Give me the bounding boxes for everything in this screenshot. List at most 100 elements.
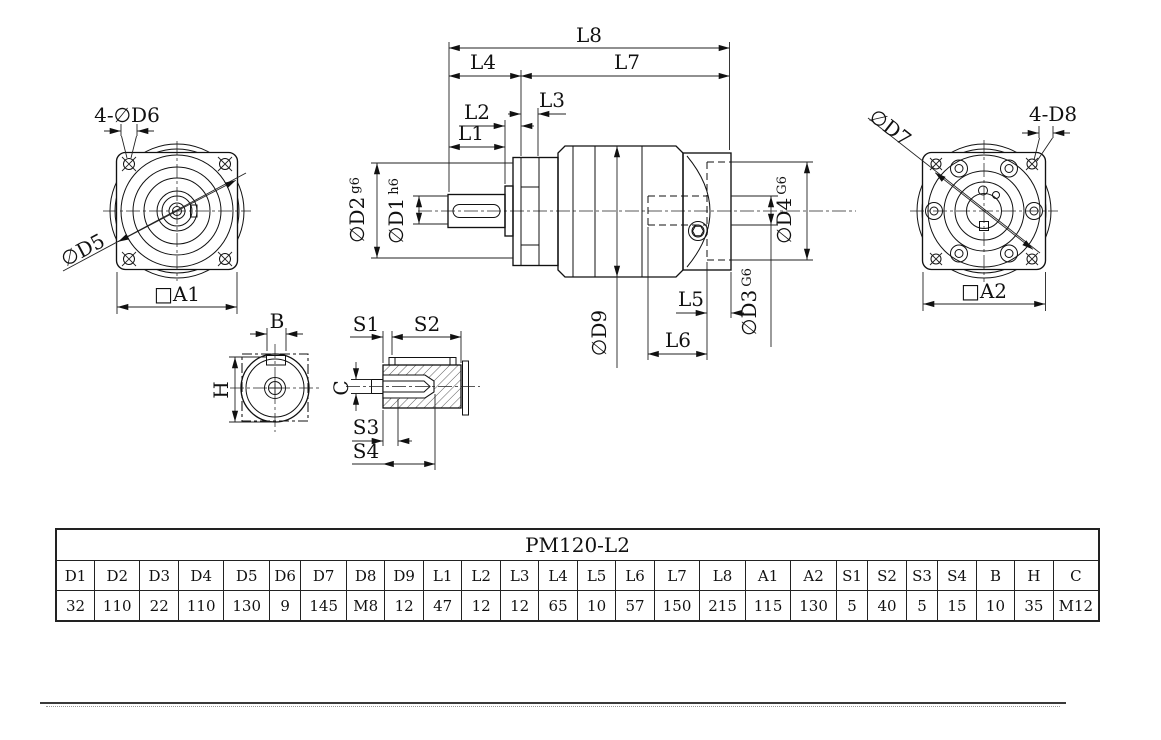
key-profile (266, 355, 286, 366)
spec-value: M8 (345, 590, 386, 622)
spec-value: 150 (653, 590, 701, 622)
spec-value: 57 (615, 590, 655, 622)
border-rule-dotted (46, 706, 1060, 707)
shaft-keyway (452, 204, 501, 218)
side-view: L8 L4 L7 L3 L2 L1 ∅D2g6 ∅D1h6 ∅D9 (345, 23, 856, 368)
corner-tapped-holes (929, 157, 1039, 266)
spec-col-header: L6 (615, 560, 655, 591)
dim-s1-label: S1 (353, 312, 379, 336)
spec-col-header: L1 (422, 560, 463, 591)
spec-title-row: PM120-L2 (55, 528, 1100, 561)
dim-d3-label: ∅D3G6 (737, 268, 761, 336)
spec-value: 35 (1014, 590, 1054, 622)
dim-b-label: B (270, 309, 285, 333)
spec-col-header: D3 (139, 560, 179, 591)
spec-col-header: H (1014, 560, 1054, 591)
dim-l5-label: L5 (678, 287, 704, 311)
dim-l2-label: L2 (464, 100, 490, 124)
spec-value: 47 (422, 590, 463, 622)
spec-col-header: S2 (867, 560, 907, 591)
technical-drawing: ∅D5 4-∅D6 □A1 (57, 23, 1077, 470)
spec-col-header: D2 (93, 560, 141, 591)
spec-value: 12 (461, 590, 501, 622)
spec-value: 5 (835, 590, 869, 622)
spec-col-header: D7 (300, 560, 347, 591)
spec-col-header: C (1052, 560, 1100, 591)
spec-value: 145 (300, 590, 347, 622)
spec-value: 130 (223, 590, 270, 622)
spec-value: 12 (499, 590, 540, 622)
dim-d2-label: ∅D2g6 (345, 177, 369, 243)
spec-value: 5 (905, 590, 939, 622)
spec-col-header: A2 (790, 560, 837, 591)
dim-d9-label: ∅D9 (587, 310, 611, 356)
spec-col-header: D1 (55, 560, 95, 591)
spec-col-header: A1 (744, 560, 792, 591)
dim-s3-label: S3 (353, 415, 379, 439)
dim-l7-label: L7 (614, 50, 640, 74)
dim-l6-label: L6 (665, 328, 691, 352)
spec-value: 10 (576, 590, 617, 622)
spec-value: 22 (139, 590, 179, 622)
spec-col-header: B (975, 560, 1016, 591)
hidden-bore-lines (647, 161, 731, 261)
clamp-screw (688, 221, 708, 241)
dim-l4-label: L4 (470, 50, 496, 74)
spec-col-header: S3 (905, 560, 939, 591)
spec-value: 10 (975, 590, 1016, 622)
mounting-flange (512, 156, 559, 267)
right-view: ∅D7 4-D8 □A2 (865, 102, 1077, 311)
dim-d8-callout: 4-D8 (1029, 102, 1077, 126)
spec-col-header: L2 (461, 560, 501, 591)
spec-col-header: D9 (384, 560, 424, 591)
dim-l1-label: L1 (458, 121, 484, 145)
spec-value: 12 (384, 590, 424, 622)
spec-col-header: L7 (653, 560, 701, 591)
dim-s4-label: S4 (353, 439, 379, 463)
spec-value: 65 (538, 590, 578, 622)
end-plate (462, 360, 469, 416)
spec-col-header: S4 (937, 560, 977, 591)
spec-value: 15 (937, 590, 977, 622)
dim-d6-callout: 4-∅D6 (94, 103, 160, 127)
spec-col-header: L5 (576, 560, 617, 591)
spec-col-header: L3 (499, 560, 540, 591)
spec-col-header: D4 (177, 560, 225, 591)
dim-d5-label: ∅D5 (57, 228, 109, 271)
corner-bolt-holes (121, 156, 233, 267)
shaft-end-view: B H (209, 309, 320, 432)
spec-value: 9 (268, 590, 302, 622)
spec-value: M12 (1052, 590, 1100, 622)
left-view: ∅D5 4-∅D6 □A1 (57, 103, 251, 314)
spec-col-header: D8 (345, 560, 386, 591)
spec-col-header: S1 (835, 560, 869, 591)
spec-table-title-cell: PM120-L2 (55, 528, 1100, 561)
spec-col-header: L8 (699, 560, 746, 591)
spec-value: 110 (93, 590, 141, 622)
dim-a1-label: □A1 (154, 282, 200, 306)
spec-col-header: L4 (538, 560, 578, 591)
gearbox-housing (557, 145, 684, 278)
spec-value: 215 (699, 590, 746, 622)
spec-value: 130 (790, 590, 837, 622)
key-section-view: S1 S2 C S3 S4 (329, 312, 480, 470)
dim-d7-label: ∅D7 (865, 104, 916, 151)
dim-d4-label: ∅D4G6 (772, 176, 796, 244)
border-rule (40, 702, 1066, 704)
dim-s2-label: S2 (414, 312, 440, 336)
spec-value: 40 (867, 590, 907, 622)
spec-col-header: D6 (268, 560, 302, 591)
dim-l3-label: L3 (539, 88, 565, 112)
dim-a2-label: □A2 (961, 279, 1007, 303)
spec-value: 115 (744, 590, 792, 622)
spec-value: 32 (55, 590, 95, 622)
spec-value: 110 (177, 590, 225, 622)
dim-h-label: H (209, 381, 233, 398)
dim-l8-label: L8 (576, 23, 602, 47)
dim-c-label: C (329, 380, 353, 395)
spec-col-header: D5 (223, 560, 270, 591)
